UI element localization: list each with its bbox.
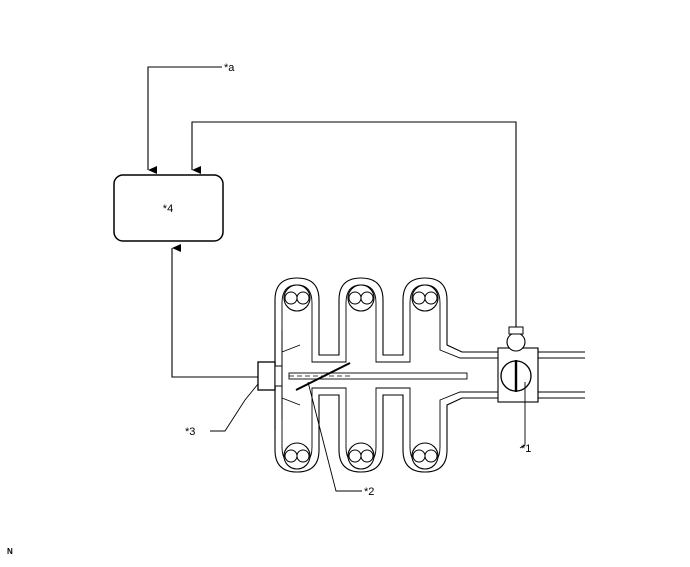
intake-manifold <box>274 277 498 473</box>
actuator-3 <box>257 361 283 391</box>
top-ports <box>283 284 439 312</box>
callout-a: *a <box>224 62 235 74</box>
leader-2 <box>307 381 362 492</box>
throttle-body <box>497 326 585 403</box>
callout-3: *3 <box>185 426 195 438</box>
leader-3 <box>210 383 259 432</box>
callout-2: *2 <box>364 486 374 498</box>
leader-1 <box>519 382 526 449</box>
throttle-sensor-wire <box>191 121 517 327</box>
callout-1: *1 <box>521 443 531 455</box>
figure-code: N <box>7 547 13 556</box>
intake-control-valve <box>295 362 351 391</box>
signal-a-line: *a <box>147 62 235 174</box>
intake-sensor-wire <box>171 244 262 378</box>
ecm-box: *4 <box>113 174 224 242</box>
ecm-label: *4 <box>163 203 173 215</box>
bottom-ports <box>283 442 439 470</box>
